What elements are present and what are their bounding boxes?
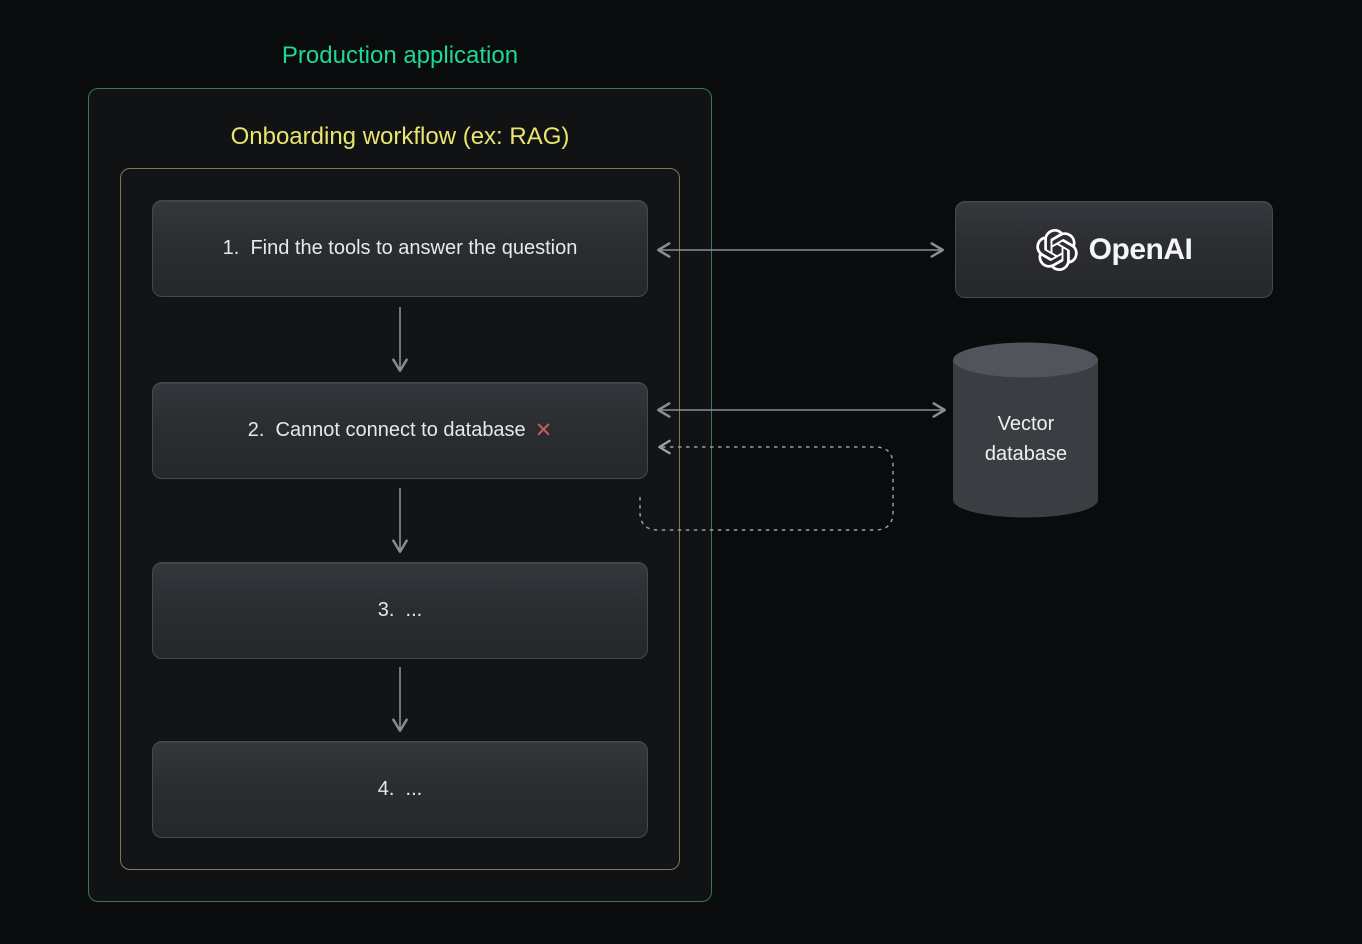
production-application-title: Production application — [281, 42, 519, 69]
vector-database-label: Vector database — [953, 409, 1099, 469]
vector-database-label-line1: Vector — [997, 413, 1055, 435]
step-1-label: 1. Find the tools to answer the question — [222, 237, 578, 259]
step-3-label: 3. ... — [377, 599, 423, 621]
vector-database-label-line2: database — [984, 443, 1068, 465]
openai-service-node: OpenAI — [955, 201, 1273, 298]
step-3-node: 3. ... — [152, 562, 648, 659]
step-4-node: 4. ... — [152, 741, 648, 838]
step-1-node: 1. Find the tools to answer the question — [152, 200, 648, 297]
openai-logo-icon — [1035, 228, 1078, 271]
openai-label: OpenAI — [1088, 232, 1193, 266]
onboarding-workflow-title: Onboarding workflow (ex: RAG) — [230, 123, 570, 150]
step-2-node: 2. Cannot connect to database ✕ — [152, 382, 648, 479]
error-x-icon: ✕ — [534, 419, 553, 442]
step-2-label: 2. Cannot connect to database — [247, 419, 526, 441]
step-4-label: 4. ... — [377, 778, 423, 800]
